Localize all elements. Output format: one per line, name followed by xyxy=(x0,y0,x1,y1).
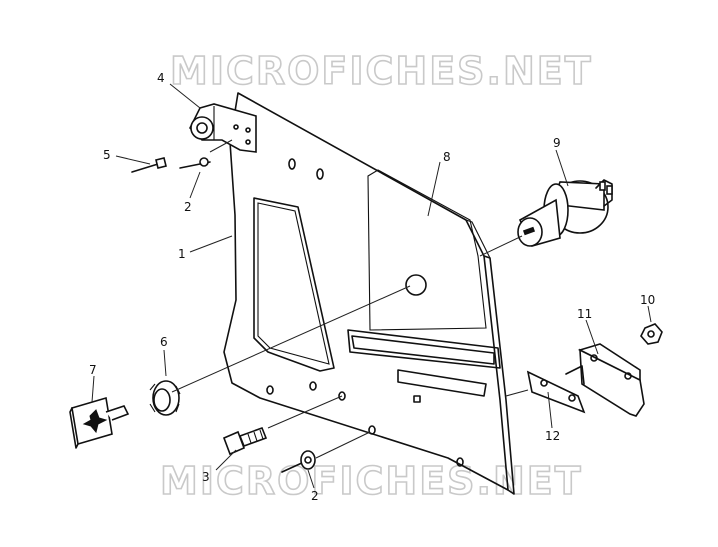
projection-lines xyxy=(171,139,529,459)
watermark-bottom: MICROFICHES.NET xyxy=(160,459,583,503)
callout-10: 10 xyxy=(640,293,655,307)
mount-bracket xyxy=(189,103,257,153)
leader-lines xyxy=(91,83,652,489)
callout-2-top: 2 xyxy=(184,200,192,214)
ignition-switch xyxy=(517,179,613,247)
callout-7: 7 xyxy=(89,363,97,377)
callout-12: 12 xyxy=(545,429,560,443)
rivet xyxy=(281,450,316,473)
bolt xyxy=(222,426,268,456)
screw-top xyxy=(131,157,167,173)
hex-nut xyxy=(640,323,663,345)
callout-2-bottom: 2 xyxy=(311,489,319,503)
callout-3: 3 xyxy=(202,470,210,484)
bezel-nut xyxy=(149,380,181,416)
callout-1: 1 xyxy=(178,247,186,261)
nut-top xyxy=(179,157,211,169)
ignition-key xyxy=(69,396,130,449)
callout-5: 5 xyxy=(103,148,111,162)
callout-11: 11 xyxy=(577,307,592,321)
mounting-brackets xyxy=(526,343,645,417)
callout-6: 6 xyxy=(160,335,168,349)
callout-9: 9 xyxy=(553,136,561,150)
console-panel xyxy=(223,92,515,495)
callout-8: 8 xyxy=(443,150,451,164)
callout-4: 4 xyxy=(157,71,165,85)
watermark-top: MICROFICHES.NET xyxy=(170,49,593,93)
